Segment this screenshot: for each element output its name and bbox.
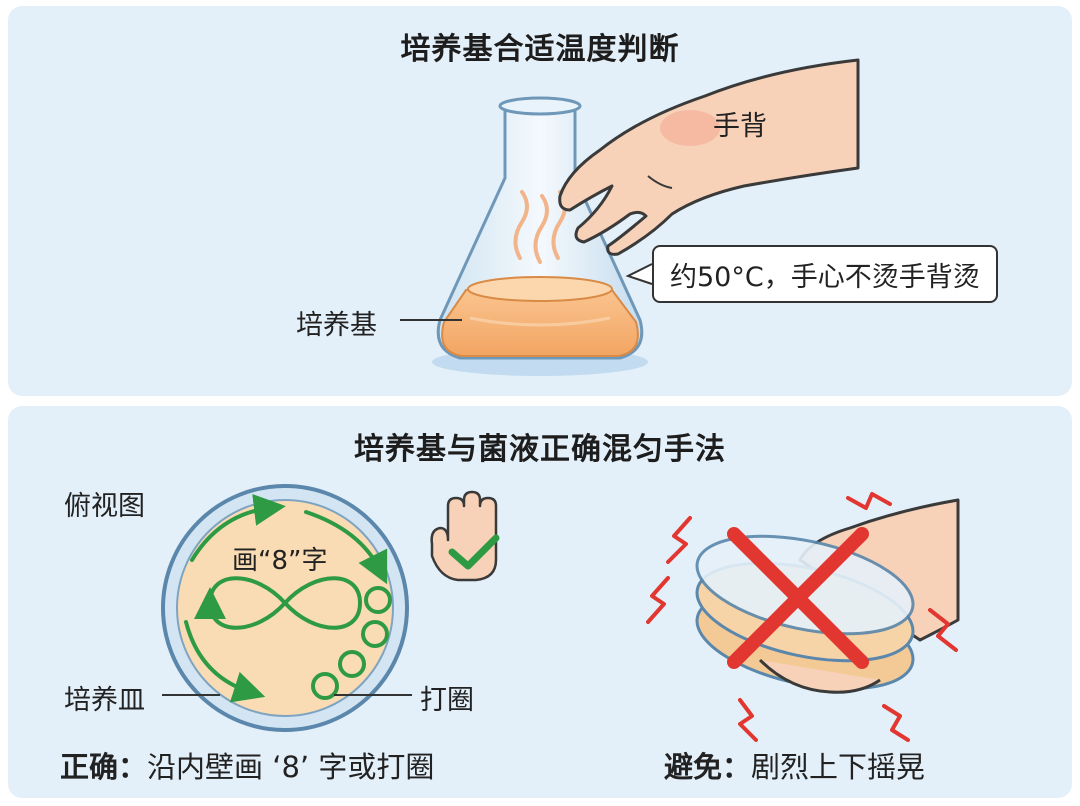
draw-eight-label: 画“8”字	[232, 546, 328, 576]
avoid-text: 剧烈上下摇晃	[751, 750, 926, 784]
shake-lines-icon	[646, 492, 958, 742]
callout-pointer	[625, 263, 653, 285]
temperature-title: 培养基合适温度判断	[400, 32, 680, 67]
dish-label: 培养皿	[64, 685, 145, 716]
correct-prefix: 正确：	[60, 750, 148, 784]
correct-text: 沿内壁画 ‘8’ 字或打圈	[147, 750, 435, 784]
avoid-caption: 避免：剧烈上下摇晃	[664, 744, 925, 786]
check-hand-icon	[430, 490, 500, 582]
mixing-title: 培养基与菌液正确混匀手法	[354, 432, 726, 467]
back-of-hand-label: 手背	[713, 111, 767, 142]
avoid-prefix: 避免：	[664, 750, 752, 784]
hand-icon	[558, 58, 860, 256]
medium-label: 培养基	[296, 310, 377, 341]
top-view-label: 俯视图	[64, 491, 145, 522]
circle-label: 打圈	[420, 685, 474, 716]
temperature-callout: 约50°C，手心不烫手背烫	[652, 245, 998, 303]
mixing-arrows	[184, 494, 392, 703]
correct-caption: 正确：沿内壁画 ‘8’ 字或打圈	[60, 744, 434, 786]
petri-dish-icon	[161, 484, 409, 732]
cross-icon	[727, 527, 869, 669]
